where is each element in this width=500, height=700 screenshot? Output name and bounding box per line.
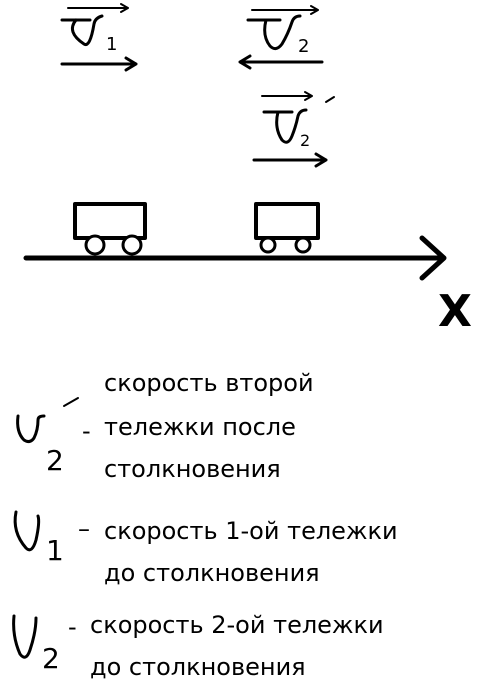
x-axis-arrow — [23, 235, 447, 281]
velocity-v1-label: 1 — [60, 3, 138, 72]
legend-line: до столкновения — [90, 653, 306, 681]
v-symbol-v1: 1 — [13, 510, 64, 567]
legend-dash: - — [68, 613, 77, 641]
direction-arrow-right — [252, 152, 328, 168]
cart-2 — [254, 202, 320, 254]
vector-overline-arrow — [261, 91, 313, 101]
legend-3-subscript: 2 — [42, 642, 60, 675]
cart-body — [73, 202, 147, 240]
v-letter — [13, 510, 41, 552]
legend-1-subscript: 2 — [46, 444, 64, 477]
v-letter — [60, 14, 104, 47]
x-axis-label: X — [438, 286, 472, 337]
direction-arrow-left — [238, 54, 324, 70]
v2-subscript: 2 — [298, 36, 309, 57]
velocity-v2-after-label: 2 — [252, 91, 335, 168]
legend-line: столкновения — [104, 455, 281, 483]
velocity-v2-label: 2 — [238, 5, 324, 70]
legend-line: до столкновения — [104, 559, 320, 587]
prime-mark — [325, 96, 335, 103]
v-symbol-v2: 2 — [12, 614, 60, 675]
legend-2-subscript: 1 — [46, 534, 64, 567]
legend-dash: – — [78, 515, 90, 543]
cart-1 — [73, 202, 147, 256]
v-letter — [246, 14, 302, 51]
legend-line: скорость 2-ой тележки — [90, 611, 384, 639]
legend-line: тележки после — [104, 413, 296, 441]
cart-body — [254, 202, 320, 240]
v-symbol-v2-after: 2 — [16, 397, 79, 477]
v2-after-subscript: 2 — [300, 131, 310, 150]
legend-line: скорость второй — [104, 369, 314, 397]
v-letter — [16, 414, 46, 444]
legend-dash: - — [82, 417, 91, 445]
vector-overline-arrow — [67, 3, 129, 13]
cart-wheel — [84, 234, 106, 256]
v-letter — [12, 614, 38, 659]
cart-wheel — [121, 234, 143, 256]
v-letter — [262, 108, 308, 144]
v1-subscript: 1 — [106, 34, 117, 55]
collision-diagram: 1 2 2 X — [23, 3, 472, 337]
vector-overline-arrow — [251, 5, 319, 15]
cart-wheel — [294, 236, 312, 254]
direction-arrow-right — [60, 56, 138, 72]
prime-mark — [63, 397, 79, 407]
legend-line: скорость 1-ой тележки — [104, 517, 398, 545]
cart-wheel — [259, 236, 277, 254]
